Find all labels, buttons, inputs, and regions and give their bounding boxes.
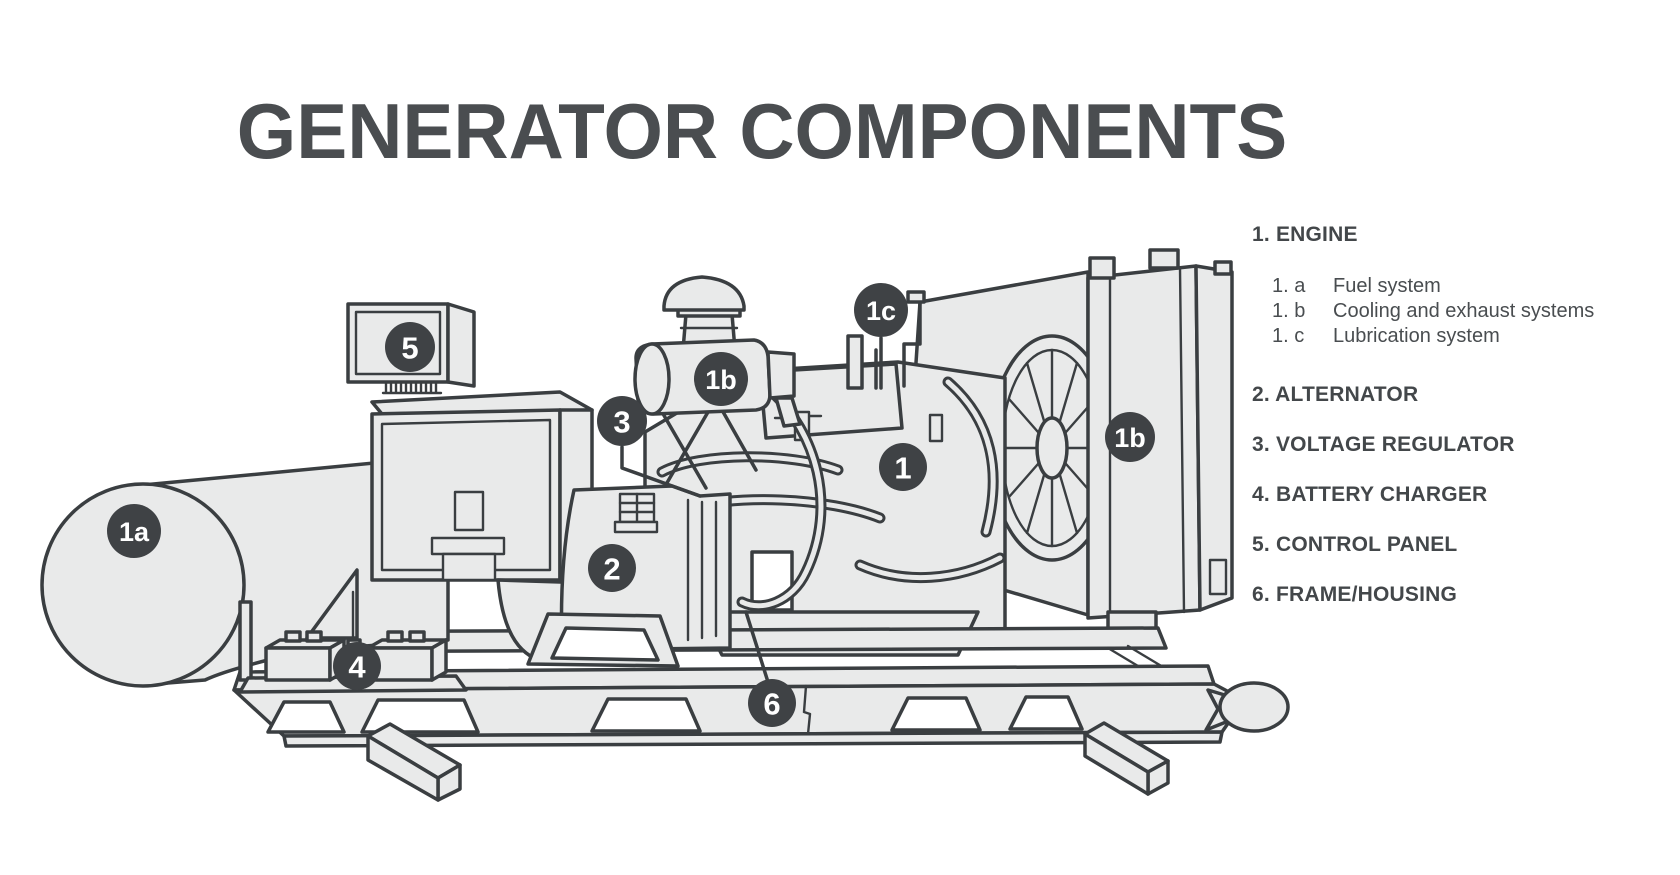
legend-subitem-lubrication-num: 1. c xyxy=(1272,325,1305,347)
component-legend: 1. ENGINE 1. a Fuel system 1. b Cooling … xyxy=(1252,224,1652,634)
legend-engine-subitems: 1. a Fuel system 1. b Cooling and exhaus… xyxy=(1252,274,1652,349)
legend-subitem-fuel-system-label: Fuel system xyxy=(1333,275,1441,297)
legend-item-frame-housing: 6. FRAME/HOUSING xyxy=(1252,583,1458,606)
frame-skid xyxy=(232,626,1290,802)
legend-subitem-fuel-system-num: 1. a xyxy=(1272,275,1306,297)
legend-item-engine: 1. ENGINE xyxy=(1252,223,1358,246)
legend-item-voltage-regulator: 3. VOLTAGE REGULATOR xyxy=(1252,433,1515,456)
legend-subitem-fuel-system: 1. a Fuel system xyxy=(1252,274,1652,299)
leader-lines xyxy=(620,336,883,684)
legend-subitem-lubrication-label: Lubrication system xyxy=(1333,325,1500,347)
legend-item-control-panel: 5. CONTROL PANEL xyxy=(1252,533,1458,556)
badge-lubrication-system-label: 1c xyxy=(866,296,896,326)
page-title: GENERATOR COMPONENTS xyxy=(236,87,1288,175)
badge-fuel-system: 1a xyxy=(107,504,161,558)
badge-engine: 1 xyxy=(879,443,927,491)
badge-frame-housing: 6 xyxy=(748,679,796,727)
badge-alternator: 2 xyxy=(588,544,636,592)
badge-voltage-regulator: 3 xyxy=(597,396,647,446)
legend-item-battery-charger: 4. BATTERY CHARGER xyxy=(1252,483,1488,506)
legend-subitem-cooling-exhaust-label: Cooling and exhaust systems xyxy=(1333,300,1595,322)
badge-voltage-regulator-label: 3 xyxy=(613,405,630,440)
legend-item-alternator: 2. ALTERNATOR xyxy=(1252,383,1419,406)
badge-lubrication-system: 1c xyxy=(854,283,908,337)
badge-alternator-label: 2 xyxy=(603,552,620,587)
badge-control-panel: 5 xyxy=(385,322,435,372)
badge-battery-charger: 4 xyxy=(333,642,381,690)
badge-fuel-system-label: 1a xyxy=(119,517,150,547)
housing-control-panel xyxy=(346,302,594,582)
badge-frame-housing-label: 6 xyxy=(763,687,780,722)
legend-subitem-lubrication: 1. c Lubrication system xyxy=(1252,324,1652,349)
alternator-body xyxy=(526,484,732,668)
legend-subitem-cooling-exhaust: 1. b Cooling and exhaust systems xyxy=(1252,299,1652,324)
badge-engine-label: 1 xyxy=(894,451,911,486)
legend-subitem-cooling-exhaust-num: 1. b xyxy=(1272,300,1306,322)
badge-exhaust-system: 1b xyxy=(694,352,748,406)
badge-control-panel-label: 5 xyxy=(401,331,418,366)
badge-cooling-system-label: 1b xyxy=(1114,423,1146,453)
badge-battery-charger-label: 4 xyxy=(348,650,366,685)
badge-exhaust-system-label: 1b xyxy=(705,365,737,395)
badge-cooling-system: 1b xyxy=(1105,412,1155,462)
